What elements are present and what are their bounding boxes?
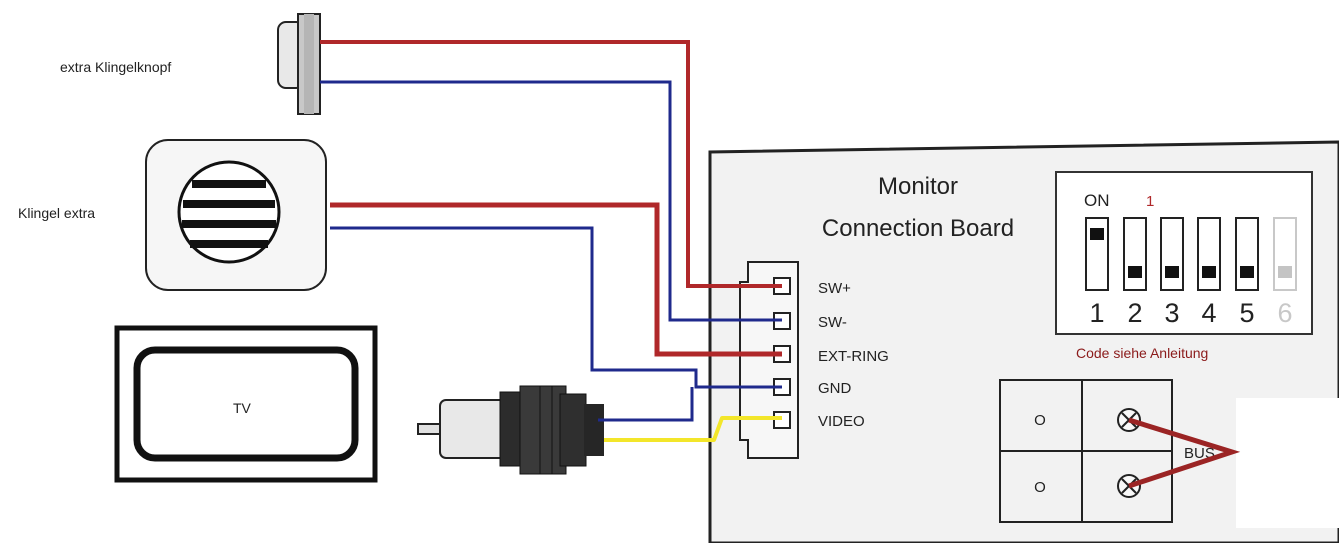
terminal-label-sw-plus: SW+ bbox=[818, 280, 851, 297]
terminal-label-video: VIDEO bbox=[818, 413, 865, 430]
terminal-label-gnd: GND bbox=[818, 380, 852, 397]
dip-number-5: 5 bbox=[1239, 298, 1254, 328]
tv bbox=[114, 325, 378, 483]
bus-terminal-mark-bottom: O bbox=[1034, 479, 1046, 496]
wire-plug-ground bbox=[598, 387, 694, 422]
tv-label: TV bbox=[233, 400, 252, 416]
bus-terminal-mark-top: O bbox=[1034, 412, 1046, 429]
dip-on-number: 1 bbox=[1146, 193, 1154, 210]
speaker-label: Klingel extra bbox=[18, 205, 95, 221]
terminal-connector bbox=[739, 261, 799, 459]
wire-sw-minus bbox=[320, 80, 782, 322]
bus-wire bbox=[1128, 417, 1241, 489]
bus-terminal bbox=[999, 379, 1339, 528]
dip-number-3: 3 bbox=[1164, 298, 1179, 328]
wire-video bbox=[604, 416, 782, 442]
dip-number-2: 2 bbox=[1127, 298, 1142, 328]
terminal-label-sw-minus: SW- bbox=[818, 314, 847, 331]
dip-number-6: 6 bbox=[1277, 298, 1292, 328]
dip-code-note: Code siehe Anleitung bbox=[1076, 345, 1208, 361]
wire-ext-ring bbox=[330, 202, 782, 357]
dip-number-4: 4 bbox=[1201, 298, 1216, 328]
dip-number-1: 1 bbox=[1089, 298, 1104, 328]
dip-on-label: ON bbox=[1084, 191, 1110, 210]
terminal-label-ext-ring: EXT-RING bbox=[818, 348, 889, 365]
board-title-line2: Connection Board bbox=[822, 215, 1014, 242]
bell-button-label: extra Klingelknopf bbox=[60, 59, 171, 75]
rca-plug bbox=[417, 385, 604, 475]
dip-switch bbox=[1055, 171, 1313, 335]
speaker bbox=[145, 139, 327, 291]
bell-button bbox=[277, 13, 321, 115]
board-title-line1: Monitor bbox=[878, 173, 958, 200]
wire-sw-plus bbox=[320, 40, 782, 288]
wire-gnd bbox=[330, 226, 782, 389]
